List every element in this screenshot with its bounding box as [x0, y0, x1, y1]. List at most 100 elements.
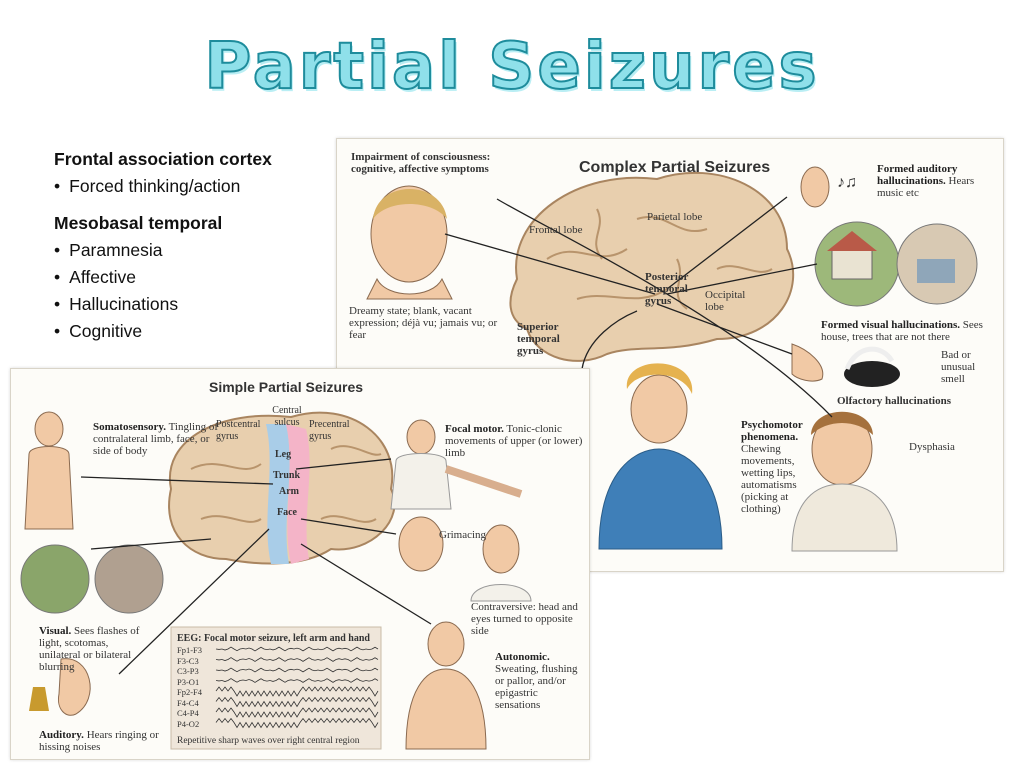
eeg-trace: [215, 686, 379, 697]
autonomic-man-body: [405, 668, 487, 750]
visual-scene-circle: [20, 544, 90, 614]
eeg-channel-label: C4-P4: [177, 708, 199, 718]
eeg-channel-label: F4-C4: [177, 697, 199, 708]
house-icon: [831, 248, 873, 280]
arrow-to-focal: [295, 458, 392, 470]
arrow-to-ear: [666, 196, 788, 290]
parietal-lobe-label: Parietal lobe: [647, 211, 703, 223]
arrow-to-grimacing: [300, 518, 397, 535]
somatosensory-man-head: [34, 411, 64, 447]
complex-brain: [509, 171, 795, 362]
auditory-hallucination-label: Formed auditory hallucinations. Hears mu…: [877, 163, 997, 199]
arrow-to-nose: [656, 303, 793, 355]
eeg-trace: [215, 717, 379, 729]
house-roof: [827, 231, 877, 251]
skunk-icon: [844, 361, 900, 387]
complex-hair: [373, 189, 447, 219]
complex-title: Complex Partial Seizures: [579, 159, 771, 176]
grimacing-head: [398, 516, 444, 572]
complex-neck: [366, 277, 453, 300]
eeg-channel-label: F3-C3: [177, 655, 199, 666]
contraversive-label: Contraversive: head and eyes turned to o…: [471, 601, 578, 637]
focal-man-shirt: [390, 453, 452, 510]
auditory-title: Formed auditory hallucinations.: [877, 163, 958, 187]
bell-icon: [29, 687, 49, 711]
eeg-channel-label: P3-O1: [177, 676, 200, 687]
woman-hair: [626, 363, 693, 394]
visual-title: Formed visual hallucinations.: [821, 319, 961, 331]
bullet-item: Hallucinations: [54, 291, 324, 318]
olfactory-label: Olfactory hallucinations: [837, 395, 951, 407]
arrow-to-house: [666, 263, 818, 295]
simple-brain-folds: [190, 445, 382, 523]
visual-label: Visual. Sees flashes of light, scotomas,…: [39, 625, 149, 673]
simple-arrows: [80, 458, 432, 675]
bullet-list: Frontal association cortex Forced thinki…: [54, 146, 324, 355]
frontal-lobe-label: Frontal lobe: [529, 224, 583, 236]
bullet-item: Cognitive: [54, 318, 324, 345]
superior-temporal-label: Superior temporal gyrus: [517, 321, 560, 357]
autonomic-man-head: [427, 621, 465, 667]
eeg-trace: [215, 646, 379, 652]
bullet-heading-mesobasal: Mesobasal temporal: [54, 213, 223, 233]
bullet-item: Paramnesia: [54, 237, 324, 264]
visual-room-circle: [94, 544, 164, 614]
auditory-ear-icon: [57, 658, 91, 716]
complex-arrows: [444, 196, 833, 418]
visual-hallucination-label: Formed visual hallucinations. Sees house…: [821, 319, 1001, 343]
man-shirt: [791, 483, 898, 552]
nose-icon: [791, 343, 824, 382]
eeg-trace: [215, 707, 379, 718]
eeg-box: [170, 626, 382, 750]
trunk-label: Trunk: [273, 470, 301, 481]
bullet-group-mesobasal: Paramnesia Affective Hallucinations Cogn…: [54, 237, 324, 345]
auditory-text: Hears ringing or hissing noises: [39, 729, 159, 753]
somatosensory-title: Somatosensory.: [93, 421, 167, 433]
eeg-channel-label: Fp1-F3: [177, 645, 203, 655]
complex-brain-folds: [546, 208, 773, 310]
eeg-traces: [215, 646, 379, 729]
complex-seizures-panel: ♪♫ Complex Partial Seizures Impairment o…: [336, 138, 1004, 572]
grimacing-label: Grimacing: [439, 529, 487, 541]
bullet-item: Forced thinking/action: [54, 173, 324, 200]
impairment-label: Impairment of consciousness: cognitive, …: [351, 151, 491, 175]
visual-title: Visual.: [39, 625, 72, 637]
occipital-lobe-label: Occipital lobe: [705, 289, 746, 313]
chair-icon: [917, 259, 955, 283]
psychomotor-text: Chewing movements, wetting lips, automat…: [741, 443, 797, 515]
somatosensory-man-body: [24, 446, 74, 530]
eeg-trace: [215, 696, 379, 708]
eeg-trace: [215, 678, 379, 683]
precentral-label: Precentral gyrus: [309, 419, 350, 442]
auditory-title: Auditory.: [39, 729, 84, 741]
woman-blouse: [598, 448, 723, 550]
bullet-group-frontal: Forced thinking/action: [54, 173, 324, 200]
autonomic-label: Autonomic. Sweating, flushing or pallor,…: [495, 651, 585, 711]
focal-title: Focal motor.: [445, 423, 504, 435]
complex-illustration: ♪♫: [366, 166, 978, 552]
dysphasia-label: Dysphasia: [909, 441, 955, 453]
arrow-to-auditory: [118, 528, 270, 675]
auditory-text: Hears music etc: [877, 175, 975, 199]
bullet-item: Affective: [54, 264, 324, 291]
simple-seizures-panel: Simple Partial Seizures Somatosensory. T…: [10, 368, 590, 760]
contraversive-head: [482, 524, 520, 574]
smell-label: Bad or unusual smell: [941, 349, 976, 385]
somatosensory-text: Tingling of contralateral limb, face, or…: [93, 421, 219, 457]
arrow-to-man: [496, 198, 833, 418]
postcentral-label: Postcentral gyrus: [216, 419, 261, 442]
arrow-to-dreamy: [444, 233, 656, 295]
auditory-label: Auditory. Hears ringing or hissing noise…: [39, 729, 159, 753]
arrow-to-somatosensory: [80, 476, 274, 485]
arrow-to-visual: [90, 538, 212, 550]
visual-text: Sees flashes of light, scotomas, unilate…: [39, 625, 140, 673]
somatosensory-label: Somatosensory. Tingling of contralateral…: [93, 421, 221, 457]
autonomic-text: Sweating, flushing or pallor, and/or epi…: [495, 663, 578, 711]
arm-label: Arm: [279, 486, 299, 497]
eeg-channel-label: P4-O2: [177, 718, 200, 729]
contraversive-shirt: [470, 584, 532, 602]
slide-title: Partial Seizures: [203, 29, 820, 105]
arrow-to-woman: [581, 310, 638, 370]
music-note-icon: ♪♫: [837, 174, 857, 191]
dreamy-label: Dreamy state; blank, vacant expression; …: [349, 305, 498, 341]
